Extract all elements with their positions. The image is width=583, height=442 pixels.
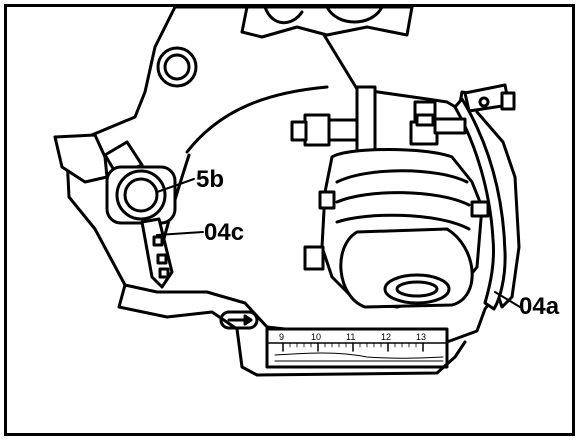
scale-tick-10: 10 <box>311 332 321 342</box>
adjusting-screw <box>355 85 377 161</box>
left-tab <box>53 133 109 184</box>
adjusting-arm-04a <box>453 97 507 311</box>
callout-04c: 04c <box>204 219 244 246</box>
scale-tick-13: 13 <box>416 332 426 342</box>
technical-diagram: 9 10 11 12 13 5b 04c 04a <box>53 7 560 377</box>
slotted-carrier <box>240 7 414 39</box>
callout-5b: 5b <box>196 166 224 193</box>
scale-tick-12: 12 <box>381 332 391 342</box>
callout-04a: 04a <box>519 293 560 320</box>
diagram-frame: 9 10 11 12 13 5b 04c 04a <box>4 4 575 436</box>
scale-tick-11: 11 <box>346 332 355 342</box>
scale-tick-9: 9 <box>279 332 284 342</box>
